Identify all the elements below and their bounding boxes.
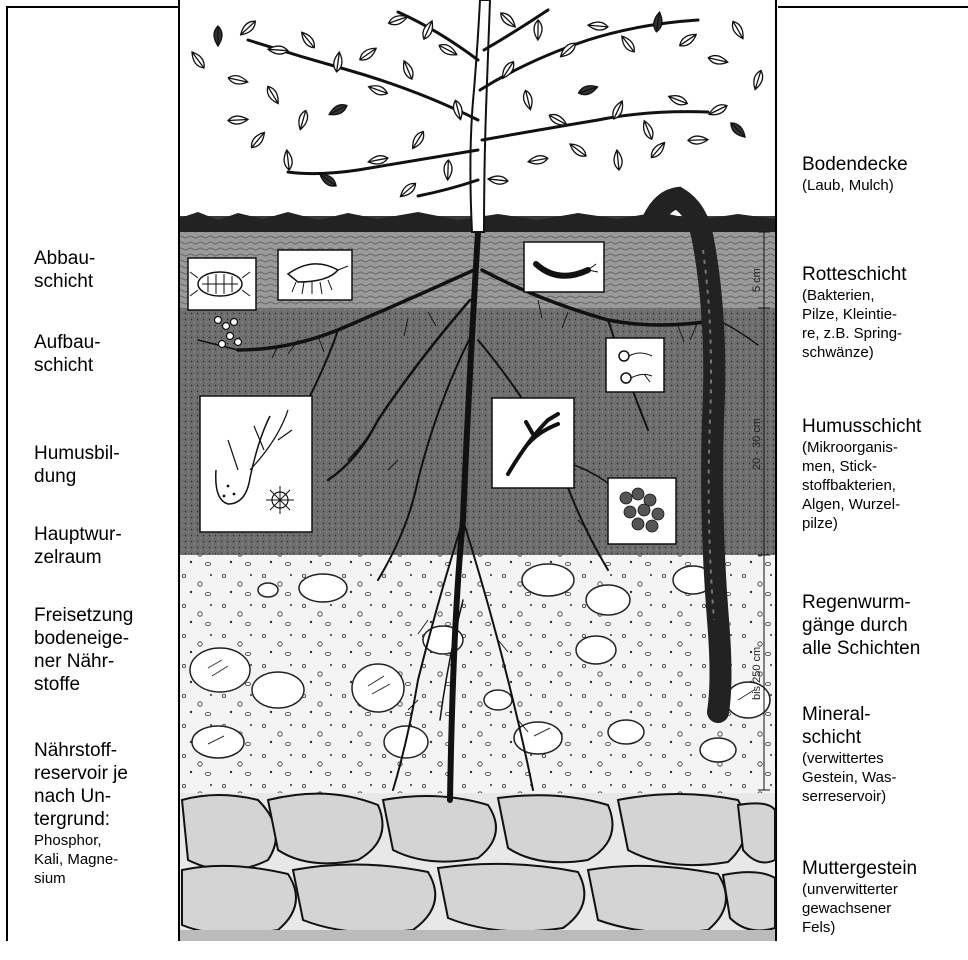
leaf [214,26,222,46]
label-freisetzung: Freisetzung bodeneige- ner Nähr- stoffe [34,604,133,696]
label-aufbauschicht: Aufbau- schicht [34,331,101,377]
leaf [299,30,318,51]
leaf [667,93,689,108]
leaf [619,34,638,55]
leaf [577,83,598,97]
label-humusschicht-sub: (Mikroorganis- men, Stick- stoffbakterie… [802,438,921,533]
label-hauptwurzelraum: Hauptwur- zelraum [34,523,122,569]
leaf [228,115,248,124]
leaf [751,69,764,90]
millipede-box [524,242,604,292]
leaf [189,50,207,71]
leaf [327,102,348,118]
leaf [588,21,609,31]
label-bodendecke: Bodendecke (Laub, Mulch) [802,130,908,218]
label-naehrstoffreservoir: Nährstoff- reservoir je nach Un- tergrun… [34,716,128,911]
leaf [568,141,589,159]
leaf [283,150,293,171]
leaf [498,10,518,30]
fungus-box [200,396,312,532]
leaf [400,59,415,81]
leaf [296,109,309,130]
label-muttergestein-sub: (unverwitterter gewachsener Fels) [802,880,917,937]
top-border-right [778,6,968,8]
leaf [398,180,418,199]
label-regenwurmgaenge-title: Regenwurm- gänge durch alle Schichten [802,592,920,659]
leaf [452,99,465,120]
leaf [488,175,509,185]
leaf [648,140,667,160]
leaf [358,45,379,63]
label-humusschicht-title: Humusschicht [802,416,921,437]
bottom-strip [180,930,775,941]
label-rotteschicht-sub: (Bakterien, Pilze, Kleintie- re, z.B. Sp… [802,286,907,362]
leaf [238,18,258,37]
leaf [728,120,748,140]
leaf [264,84,281,105]
leaf [688,136,708,145]
leaf [613,150,623,171]
label-naehrstoffreservoir-sub: Phosphor, Kali, Magne- sium [34,831,128,888]
leaf [249,130,268,150]
label-regenwurmgaenge: Regenwurm- gänge durch alle Schichten [802,568,920,660]
leaf [707,54,728,66]
spore-box [606,338,664,392]
leaf [409,129,426,150]
leaf [522,89,535,110]
leaf [527,154,548,165]
label-muttergestein: Muttergestein (unverwitterter gewachsene… [802,834,917,960]
leaf [641,119,656,141]
algae-box [608,478,676,544]
leaf [730,19,747,40]
label-mineralschicht-sub: (verwittertes Gestein, Was- serreservoir… [802,749,896,806]
label-muttergestein-title: Muttergestein [802,858,917,879]
scale-label-250cm: bis 250 cm [751,647,763,700]
label-abbauschicht: Abbau- schicht [34,247,95,293]
leaf [227,74,248,86]
leaf [652,11,663,32]
leaf [367,83,389,97]
label-humusschicht: Humusschicht (Mikroorganis- men, Stick- … [802,392,921,556]
label-rotteschicht-title: Rotteschicht [802,264,907,285]
label-bodendecke-title: Bodendecke [802,154,908,175]
leaf [444,160,453,180]
tree-trunk [470,0,490,232]
scale-label-20-30cm: 20 - 30 cm [751,418,763,470]
top-border-left [6,6,178,8]
soil-profile-illustration: 5 cm 20 - 30 cm bis 250 cm [178,0,778,941]
scale-label-5cm: 5 cm [751,268,763,292]
label-humusbildung: Humusbil- dung [34,442,120,488]
label-bodendecke-sub: (Laub, Mulch) [802,176,908,195]
springtail-box [188,258,256,310]
leaf [534,20,542,40]
leaf [707,102,728,118]
label-rotteschicht: Rotteschicht (Bakterien, Pilze, Kleintie… [802,240,907,385]
isopod-box [278,250,352,300]
label-mineralschicht-title: Mineral- schicht [802,704,871,748]
label-mineralschicht: Mineral- schicht (verwittertes Gestein, … [802,680,896,829]
mycelium-box [492,398,574,488]
label-naehrstoffreservoir-title: Nährstoff- reservoir je nach Un- tergrun… [34,740,128,830]
left-border [6,6,8,941]
leaf [677,31,698,49]
